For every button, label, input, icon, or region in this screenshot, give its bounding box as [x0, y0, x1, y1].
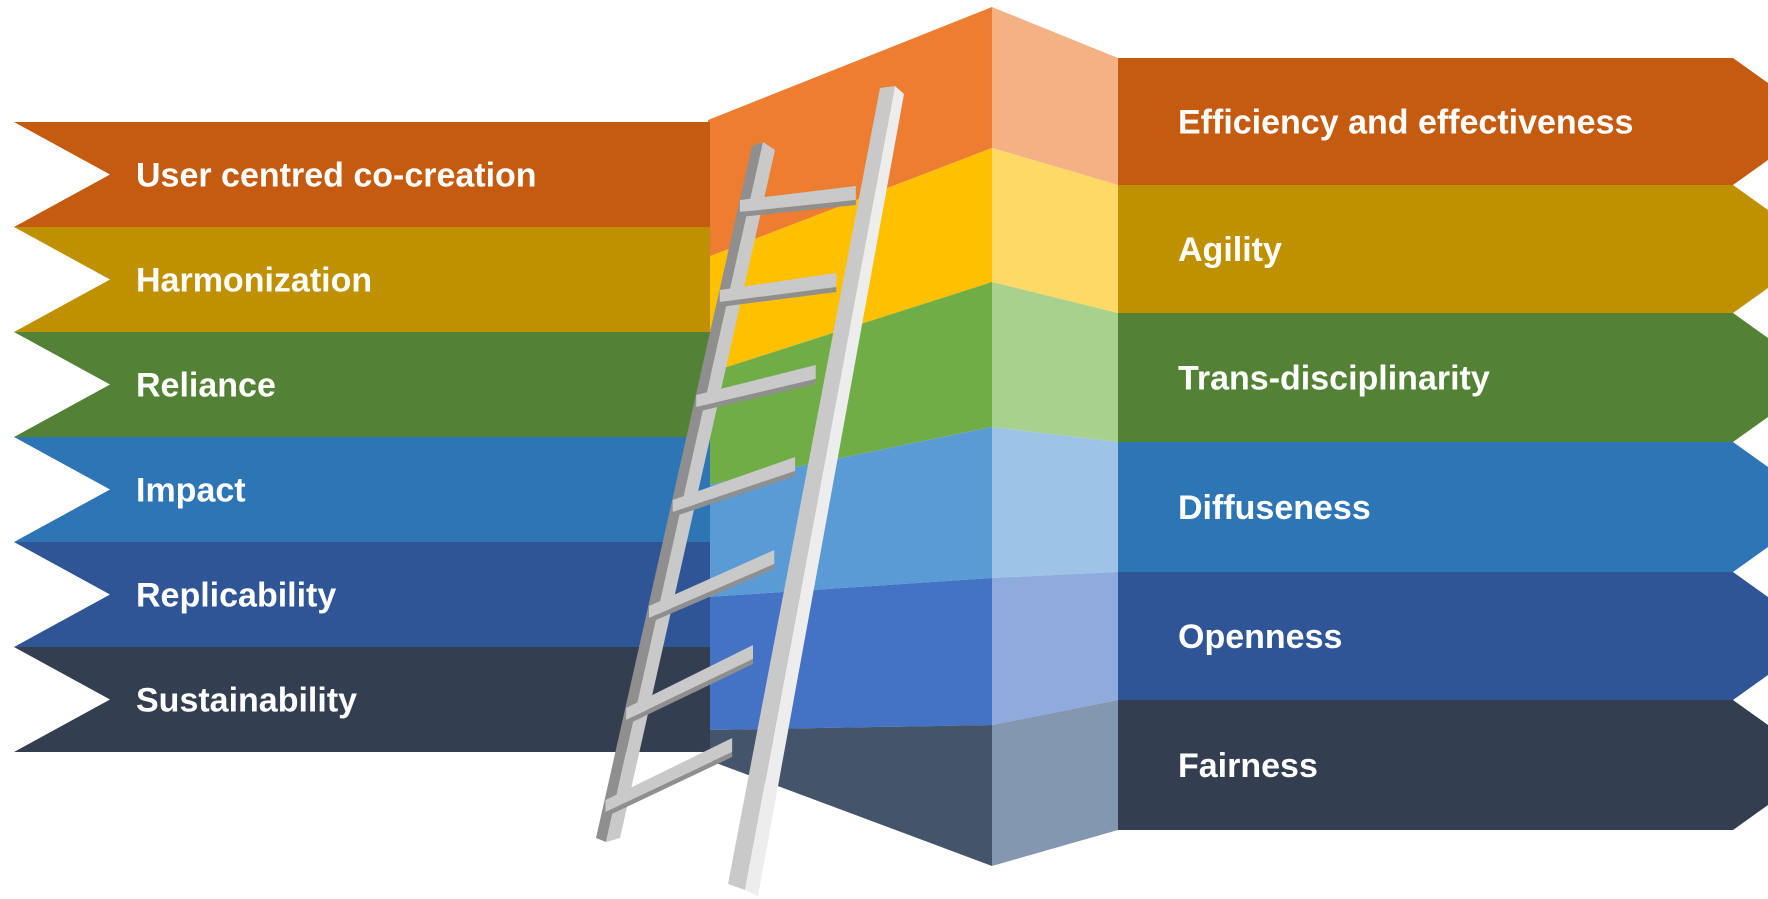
- right-ribbon-label: Agility: [1178, 231, 1282, 269]
- wall-front-band: [708, 427, 992, 597]
- ladder-rung-shadow: [605, 752, 733, 817]
- ladder-rung: [719, 273, 837, 302]
- ladder-rung: [626, 645, 753, 720]
- right-ribbon-list: Efficiency and effectivenessAgilityTrans…: [1118, 58, 1768, 830]
- left-ribbon-label: Replicability: [136, 577, 336, 615]
- left-ribbon-band: [14, 437, 710, 542]
- right-ribbon-agility: Agility: [1118, 185, 1768, 313]
- left-ribbon-band: [14, 332, 710, 437]
- wall-side-band: [992, 427, 1118, 578]
- ladder-rung-shadow: [696, 379, 816, 412]
- wall-front-band: [708, 7, 992, 257]
- left-ribbon-band: [14, 542, 710, 647]
- wall-side-band: [992, 148, 1118, 313]
- right-ribbon-band: [1118, 700, 1768, 830]
- left-ribbon-label: Sustainability: [136, 682, 357, 720]
- left-ribbon-reliance: Reliance: [14, 332, 710, 437]
- left-ribbon-label: Harmonization: [136, 262, 372, 300]
- ladder-rung-shadow: [719, 287, 837, 307]
- left-ribbon-label: Impact: [136, 472, 246, 510]
- left-ribbon-list: User centred co-creationHarmonizationRel…: [14, 122, 710, 752]
- right-ribbon-trans-disciplinarity: Trans-disciplinarity: [1118, 313, 1768, 442]
- ladder-right-rail: [728, 86, 895, 890]
- ladder-icon: [596, 86, 904, 896]
- left-ribbon-band: [14, 122, 710, 227]
- left-ribbon-band: [14, 647, 710, 752]
- wall-side-face: [992, 7, 1118, 866]
- ladder-rung-shadow: [626, 659, 753, 725]
- right-ribbon-openness: Openness: [1118, 572, 1768, 700]
- left-ribbon-impact: Impact: [14, 437, 710, 542]
- left-ribbon-band: [14, 227, 710, 332]
- right-ribbon-band: [1118, 313, 1768, 442]
- wall-side-band: [992, 572, 1118, 725]
- left-ribbon-user-centred-co-creation: User centred co-creation: [14, 122, 710, 227]
- left-ribbon-sustainability: Sustainability: [14, 647, 710, 752]
- ladder-rung: [739, 186, 856, 212]
- right-ribbon-label: Fairness: [1178, 747, 1318, 785]
- ladder-rung: [696, 365, 816, 407]
- left-ribbon-replicability: Replicability: [14, 542, 710, 647]
- ladder-rung-shadow: [739, 200, 856, 217]
- right-ribbon-band: [1118, 58, 1768, 185]
- right-ribbon-band: [1118, 442, 1768, 572]
- right-ribbon-label: Openness: [1178, 618, 1342, 656]
- wall-side-band: [992, 700, 1118, 866]
- ladder-rung-shadow: [648, 564, 775, 623]
- ladder-rung: [648, 550, 775, 618]
- right-ribbon-efficiency-and-effectiveness: Efficiency and effectiveness: [1118, 58, 1768, 185]
- wall-side-band: [992, 282, 1118, 442]
- right-ribbon-label: Trans-disciplinarity: [1178, 360, 1490, 398]
- wall-front-face: [708, 7, 992, 866]
- ladder-rung: [605, 738, 733, 812]
- right-ribbon-band: [1118, 572, 1768, 700]
- right-ribbon-fairness: Fairness: [1118, 700, 1768, 830]
- right-ribbon-label: Diffuseness: [1178, 489, 1371, 527]
- right-ribbon-label: Efficiency and effectiveness: [1178, 104, 1633, 142]
- ladder-rung: [672, 457, 796, 512]
- ladder-left-rail: [606, 142, 775, 842]
- ladder-rail-shadow: [596, 142, 763, 842]
- right-ribbon-diffuseness: Diffuseness: [1118, 442, 1768, 572]
- left-ribbon-label: User centred co-creation: [136, 157, 537, 195]
- ladder-rail-highlight: [745, 86, 904, 896]
- left-ribbon-label: Reliance: [136, 367, 276, 405]
- wall-side-band: [992, 7, 1118, 185]
- right-ribbon-band: [1118, 185, 1768, 313]
- ladder-rung-shadow: [672, 471, 796, 517]
- left-ribbon-harmonization: Harmonization: [14, 227, 710, 332]
